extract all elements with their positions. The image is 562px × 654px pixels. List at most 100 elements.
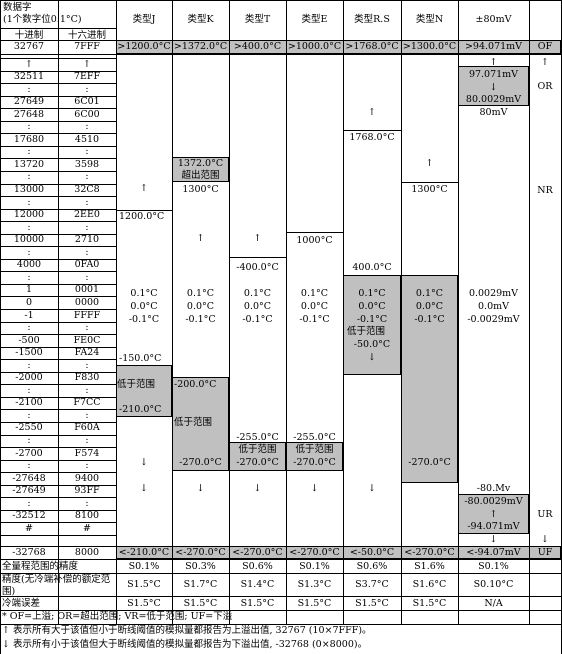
grid-line xyxy=(458,0,459,624)
down-arrow-icon: ↓ xyxy=(541,534,549,545)
mv-uf-hi: -80.0029mV xyxy=(464,496,523,507)
grid-line xyxy=(229,257,286,258)
k-1300: 1300°C xyxy=(182,184,219,195)
e-minus255: -255.0°C xyxy=(293,432,336,443)
cj-2: S1.5°C xyxy=(240,598,275,609)
uf-val-0: <-210.0°C xyxy=(118,547,170,558)
row-hex: : xyxy=(85,146,89,158)
uf-val-2: <-270.0°C xyxy=(232,547,283,558)
grid-line xyxy=(0,397,116,398)
up-arrow-icon: ↑ xyxy=(140,183,148,194)
row-hex: ↑ xyxy=(83,58,91,70)
row-hex: 2EE0 xyxy=(74,209,100,221)
of-val-6: >94.071mV xyxy=(464,41,523,52)
row-hex: 7EFF xyxy=(73,71,101,83)
grid-line xyxy=(0,610,562,611)
row-dec: 4000 xyxy=(16,259,42,271)
accuracy-full-label: 全量程范围的精度 xyxy=(2,561,79,572)
grid-line xyxy=(458,106,459,182)
acc-nocj-1: S1.7°C xyxy=(183,579,218,590)
grid-line xyxy=(0,422,116,423)
grid-line xyxy=(0,472,116,473)
up-arrow-icon: ↑ xyxy=(489,509,498,520)
acc-nocj-0: S1.5°C xyxy=(127,579,161,590)
row-hex: : xyxy=(85,221,89,233)
uf-val-3: <-270.0°C xyxy=(289,547,340,558)
row-hex: F60A xyxy=(74,422,100,434)
grid-line xyxy=(0,510,116,511)
mv-80: 80mV xyxy=(479,107,508,118)
grid-line xyxy=(0,133,116,134)
row-dec: -2000 xyxy=(15,372,43,384)
row-hex: 0FA0 xyxy=(74,259,100,271)
row-dec: 17680 xyxy=(13,133,45,145)
row-dec: 1 xyxy=(25,284,33,296)
nr-label: NR xyxy=(537,185,553,196)
header-type-2: 类型T xyxy=(244,14,271,25)
grid-line xyxy=(0,121,116,122)
row-dec: : xyxy=(27,271,31,283)
row-dec: 0 xyxy=(25,296,33,308)
grid-line xyxy=(343,130,401,131)
zero-region-value: -0.1°C xyxy=(185,314,216,325)
grid-line xyxy=(0,347,116,348)
grid-line xyxy=(0,546,562,547)
row-dec: : xyxy=(27,246,31,258)
grid-line xyxy=(0,58,116,59)
grid-line xyxy=(0,372,116,373)
zero-region-value: 0.1°C xyxy=(186,288,215,299)
grid-line xyxy=(286,232,287,257)
grid-line xyxy=(343,0,344,624)
row-dec: 32511 xyxy=(13,71,45,83)
zero-region-value: 0.0°C xyxy=(300,301,329,312)
grid-line xyxy=(0,146,116,147)
row-dec: 27649 xyxy=(13,96,45,108)
grid-line xyxy=(0,624,562,625)
e-under: 低于范围 xyxy=(295,444,334,455)
ur-label: UR xyxy=(537,509,553,520)
zero-region-value: -0.1°C xyxy=(128,314,160,325)
zero-region-value: -0.1°C xyxy=(356,314,388,325)
e-1000: 1000°C xyxy=(296,235,333,246)
header-type-5: 类型N xyxy=(415,14,444,25)
acc-full-5: S1.6% xyxy=(414,561,445,572)
row-hex: 8100 xyxy=(74,510,100,522)
uf-hex: 8000 xyxy=(74,547,100,558)
row-hex: : xyxy=(85,246,89,258)
row-dec: 10000 xyxy=(13,234,45,246)
header-dec-label: 十进制 xyxy=(14,30,44,41)
row-dec: : xyxy=(27,146,31,158)
row-hex: : xyxy=(85,271,89,283)
accuracy-nocj-label: 精度(无冷端补偿的额定范围) xyxy=(2,574,111,597)
uf-val-1: <-270.0°C xyxy=(175,547,226,558)
of-hex: 7FFF xyxy=(74,41,100,52)
grid-line xyxy=(0,596,562,597)
grid-line xyxy=(0,246,116,247)
row-dec: : xyxy=(27,171,31,183)
row-hex: : xyxy=(85,497,89,509)
up-arrow-icon: ↑ xyxy=(541,57,549,68)
mv-minus80: -80.Mv xyxy=(476,483,511,494)
of-val-7: OF xyxy=(537,41,553,52)
rs-400: 400.0°C xyxy=(352,262,392,273)
grid-line xyxy=(0,171,116,172)
n-1300: 1300°C xyxy=(411,184,448,195)
cj-0: S1.5°C xyxy=(127,598,161,609)
row-dec: # xyxy=(25,522,33,534)
mv-pos: 0.0029mV xyxy=(468,288,519,299)
grid-line xyxy=(0,108,116,109)
acc-full-1: S0.3% xyxy=(185,561,216,572)
up-arrow-icon: ↑ xyxy=(425,158,434,169)
acc-full-0: S0.1% xyxy=(128,561,160,572)
n-minus270: -270.0°C xyxy=(408,457,451,468)
down-arrow-icon: ↓ xyxy=(489,534,498,545)
footnote-underflow: ↓ 表示所有小于该值但大于断线阈值的模拟量都报告为下溢出值, -32768 (0… xyxy=(2,639,368,650)
grid-line xyxy=(0,334,116,335)
row-hex: : xyxy=(85,171,89,183)
uf-val-4: <-50.0°C xyxy=(349,547,395,558)
row-dec: : xyxy=(27,359,31,371)
header-dec-title: 数据字 xyxy=(3,2,32,13)
down-arrow-icon: ↓ xyxy=(310,483,319,494)
cj-4: S1.5°C xyxy=(355,598,389,609)
